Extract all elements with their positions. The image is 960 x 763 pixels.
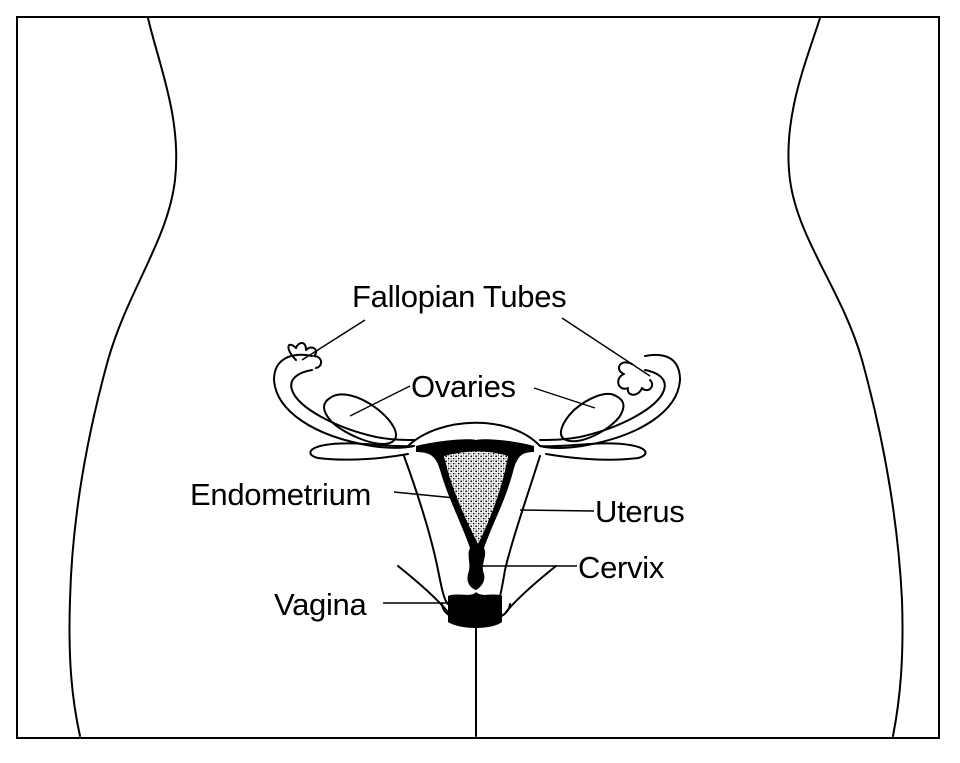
ovary-right (559, 392, 625, 443)
fallopian-tube-right (539, 353, 681, 461)
cervix-shape (467, 548, 486, 590)
label-uterus: Uterus (595, 494, 685, 529)
leader-endometrium (393, 491, 456, 499)
leader-ovaries-left (349, 385, 411, 417)
leader-fallopian-right (561, 317, 651, 377)
leader-ovaries-right (533, 387, 596, 409)
body-outline-right (787, 17, 904, 737)
body-outline-left (68, 17, 178, 737)
label-ovaries: Ovaries (411, 369, 516, 404)
vagina-bowl (441, 603, 511, 623)
frame-border (16, 16, 940, 739)
ovary-left (323, 393, 397, 445)
label-fallopian-tubes: Fallopian Tubes (352, 279, 566, 314)
leader-fallopian-left (301, 319, 366, 361)
endometrium-cavity (444, 451, 508, 544)
leader-uterus (519, 509, 595, 512)
vagina-canal (448, 592, 502, 628)
label-endometrium: Endometrium (190, 477, 371, 512)
label-vagina: Vagina (274, 587, 367, 622)
label-cervix: Cervix (578, 550, 665, 585)
